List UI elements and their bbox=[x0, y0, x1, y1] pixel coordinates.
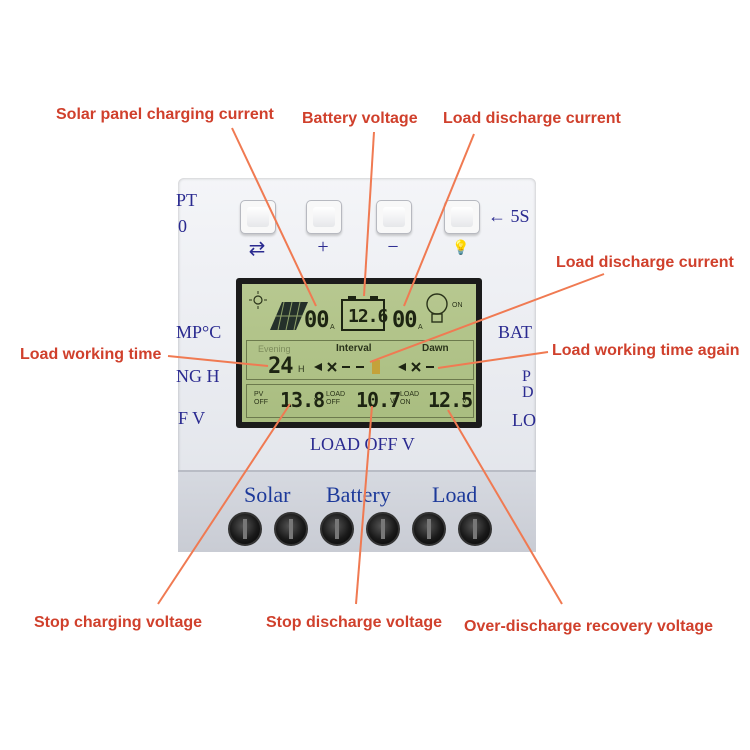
leader-stop-discharge bbox=[355, 405, 373, 605]
leader-battery-voltage bbox=[363, 131, 375, 297]
port-label-solar: Solar bbox=[244, 482, 291, 507]
lcd-load-bulb-icon bbox=[426, 293, 448, 323]
left-label-mp: MP°C bbox=[176, 322, 222, 342]
leader-load-time bbox=[167, 355, 269, 367]
callout-stop-discharge-voltage: Stop discharge voltage bbox=[266, 614, 443, 631]
lcd-battery-icon bbox=[341, 296, 385, 331]
leader-stop-charging bbox=[157, 403, 291, 605]
lcd-interval-label: Interval bbox=[336, 343, 372, 354]
load-off-label: LOAD OFF V bbox=[310, 434, 415, 454]
terminal-screw-load-pos bbox=[412, 512, 446, 546]
leader-load-current-top bbox=[403, 133, 475, 307]
lcd-load-off-value: 10.7 bbox=[356, 388, 401, 412]
left-label-ng: NG H bbox=[176, 366, 220, 386]
lcd-pv-off-label: PV OFF bbox=[254, 391, 268, 406]
plus-icon: + bbox=[317, 236, 329, 258]
lcd-load-off-label: LOAD OFF bbox=[326, 391, 346, 406]
terminal-screw-load-neg bbox=[458, 512, 492, 546]
callout-solar-panel-charging-current: Solar panel charging current bbox=[56, 106, 274, 123]
right-label-p: P bbox=[522, 368, 531, 385]
lcd-load-on-volt-unit: V bbox=[462, 398, 467, 405]
edge-label-zero: 0 bbox=[178, 216, 187, 236]
terminal-screw-solar-pos bbox=[228, 512, 262, 546]
lcd-dawn-label: Dawn bbox=[422, 343, 449, 354]
swap-arrows-icon: ⇄ bbox=[248, 238, 266, 260]
minus-icon: − bbox=[387, 236, 399, 258]
callout-load-working-time-again: Load working time again bbox=[552, 342, 740, 359]
callout-stop-charging-voltage: Stop charging voltage bbox=[34, 614, 203, 631]
lcd-timer-row bbox=[246, 340, 474, 380]
edge-label-pt: PT bbox=[176, 190, 198, 210]
right-label-lo: LO bbox=[512, 410, 536, 430]
left-label-fv: F V bbox=[178, 408, 206, 428]
lcd-sun-panel-icon bbox=[249, 291, 308, 331]
lcd-battery-voltage: 12.6 bbox=[348, 306, 388, 327]
terminal-screw-solar-neg bbox=[274, 512, 308, 546]
lcd-hour-unit: H bbox=[298, 364, 305, 374]
leader-load-time-again bbox=[437, 351, 549, 369]
mode-button[interactable] bbox=[240, 200, 276, 234]
lcd-voltage-row bbox=[246, 384, 474, 418]
callout-load-discharge-current-mid: Load discharge current bbox=[556, 254, 734, 271]
callout-load-working-time: Load working time bbox=[20, 346, 162, 363]
port-label-load: Load bbox=[432, 482, 478, 507]
right-label-bat: BAT bbox=[498, 322, 533, 342]
minus-button[interactable] bbox=[376, 200, 412, 234]
lcd-load-amp-unit: A bbox=[418, 324, 423, 331]
lcd-load-off-volt-unit: V bbox=[390, 398, 395, 405]
lcd-solar-amp-unit: A bbox=[330, 324, 335, 331]
callout-over-discharge-recovery-voltage: Over-discharge recovery voltage bbox=[464, 618, 714, 635]
leader-solar-current bbox=[231, 127, 317, 307]
lcd-interval-dashes-icon bbox=[314, 360, 434, 374]
lcd-evening-label: Evening bbox=[258, 344, 291, 354]
bulb-icon: 💡 bbox=[452, 241, 470, 256]
port-label-battery: Battery bbox=[326, 482, 391, 507]
lcd-load-on-label: LOAD ON bbox=[400, 391, 420, 406]
leader-over-discharge bbox=[447, 409, 563, 605]
leader-load-current-mid bbox=[369, 273, 605, 363]
lcd-load-time: 24 bbox=[268, 354, 293, 379]
terminal-screw-battery-neg bbox=[366, 512, 400, 546]
lcd-pv-volt-unit: V bbox=[314, 398, 319, 405]
terminal-screw-battery-pos bbox=[320, 512, 354, 546]
plus-button[interactable] bbox=[306, 200, 342, 234]
lcd-load-on-value: 12.5 bbox=[428, 388, 473, 412]
lcd-solar-current: 00 bbox=[304, 308, 329, 333]
right-label-d: D bbox=[522, 384, 534, 401]
callout-battery-voltage: Battery voltage bbox=[302, 110, 418, 127]
lcd-on-label: ON bbox=[452, 302, 463, 309]
edge-label-5s: ← 5S bbox=[488, 206, 530, 226]
lcd-load-current: 00 bbox=[392, 308, 417, 333]
light-button[interactable] bbox=[444, 200, 480, 234]
callout-load-discharge-current-top: Load discharge current bbox=[443, 110, 621, 127]
